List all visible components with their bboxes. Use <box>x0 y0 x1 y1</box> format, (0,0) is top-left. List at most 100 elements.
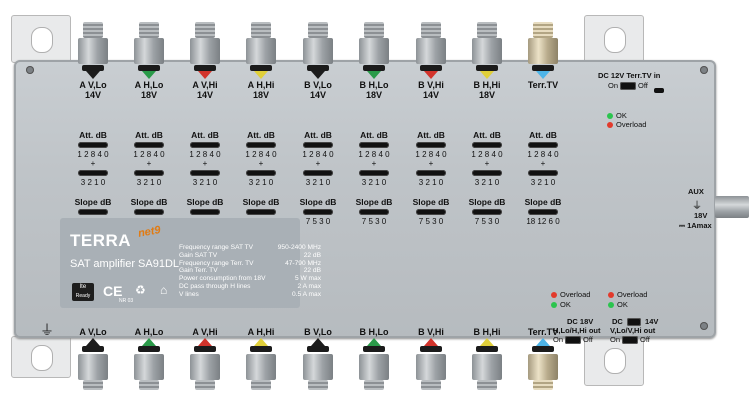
dip-switch[interactable] <box>359 170 389 176</box>
slope-switch[interactable] <box>78 209 108 215</box>
output-connector-4[interactable] <box>246 22 276 64</box>
slope-switch[interactable] <box>416 209 446 215</box>
dip-switch[interactable] <box>472 170 502 176</box>
slope-switch[interactable] <box>359 209 389 215</box>
dip-switch[interactable] <box>134 170 164 176</box>
slope-switch[interactable] <box>528 209 558 215</box>
spec-key: Power consumption from 18V <box>179 275 266 283</box>
dc-in-jack[interactable] <box>654 88 664 93</box>
slope-switch[interactable] <box>134 209 164 215</box>
connector-nut <box>190 38 220 64</box>
input-label: A H,Lo <box>134 327 164 337</box>
mounting-bracket-bottom-right <box>584 336 644 386</box>
output-connector-5[interactable] <box>303 22 333 64</box>
output-label: B H,Lo <box>359 80 389 90</box>
connector-nut <box>528 38 558 64</box>
slope-title: Slope dB <box>242 197 280 207</box>
attenuator-text: 3 2 1 0 <box>305 178 331 187</box>
slope-switch[interactable] <box>303 209 333 215</box>
input-tab <box>250 346 272 352</box>
slope-switch[interactable] <box>190 209 220 215</box>
screw-top-left <box>26 66 34 74</box>
slope-switch[interactable] <box>246 209 276 215</box>
connector-thread <box>533 380 553 390</box>
input-connector-5[interactable] <box>303 340 333 390</box>
attenuator-text: Att. dB <box>191 130 219 140</box>
spec-key: Frequency range SAT TV <box>179 244 254 251</box>
aux-connector[interactable] <box>715 196 749 218</box>
output-connector-7[interactable] <box>416 22 446 64</box>
dc-out-right-voltage-toggle[interactable] <box>626 318 641 327</box>
dip-switch[interactable] <box>246 142 276 148</box>
output-label: A H,Lo <box>134 80 164 90</box>
dip-switch[interactable] <box>528 142 558 148</box>
status-overload-bottom-left: Overload <box>551 290 590 299</box>
dc-out-right-toggle[interactable] <box>622 336 639 345</box>
input-label: A V,Hi <box>192 327 218 337</box>
output-connector-6[interactable] <box>359 22 389 64</box>
input-connector-7[interactable] <box>416 340 446 390</box>
connector-thread <box>364 22 384 38</box>
dip-switch[interactable] <box>416 142 446 148</box>
slope-title: Slope dB <box>186 197 224 207</box>
dip-switch[interactable] <box>359 142 389 148</box>
input-connector-2[interactable] <box>134 340 164 390</box>
output-connector-3[interactable] <box>190 22 220 64</box>
connector-thread <box>251 22 271 38</box>
slope-scale: 7 5 3 0 <box>305 217 331 226</box>
output-arrow-icon <box>198 71 212 79</box>
dip-switch[interactable] <box>303 142 333 148</box>
output-tab <box>138 65 160 71</box>
dip-switch[interactable] <box>190 142 220 148</box>
dip-switch[interactable] <box>303 170 333 176</box>
output-connector-2[interactable] <box>134 22 164 64</box>
dip-switch[interactable] <box>472 142 502 148</box>
spec-key: V lines <box>179 290 199 298</box>
slope-switch[interactable] <box>472 209 502 215</box>
connector-thread <box>139 22 159 38</box>
input-connector-8[interactable] <box>472 340 502 390</box>
connector-thread <box>477 22 497 38</box>
dip-switch[interactable] <box>134 142 164 148</box>
input-arrow-icon <box>198 338 212 346</box>
output-arrow-icon <box>424 71 438 79</box>
output-connector-8[interactable] <box>472 22 502 64</box>
dc-out-left-toggle[interactable] <box>565 336 582 345</box>
input-tab <box>82 346 104 352</box>
input-arrow-icon <box>367 338 381 346</box>
dc-out-right-sub: V,Lo/V,Hi out <box>610 326 656 335</box>
spec-value: 5 W max <box>294 275 321 283</box>
input-connector-6[interactable] <box>359 340 389 390</box>
input-connector-4[interactable] <box>246 340 276 390</box>
dip-switch[interactable] <box>190 170 220 176</box>
output-label: A H,Hi <box>247 80 275 90</box>
input-connector-9[interactable] <box>528 340 558 390</box>
connector-thread <box>533 22 553 38</box>
connector-thread <box>83 380 103 390</box>
connector-thread <box>477 380 497 390</box>
dc-in-toggle[interactable] <box>620 82 637 91</box>
dip-switch[interactable] <box>78 170 108 176</box>
input-connector-1[interactable] <box>78 340 108 390</box>
dip-switch[interactable] <box>416 170 446 176</box>
overload-led-bottom-right <box>608 292 614 299</box>
dip-switch[interactable] <box>528 170 558 176</box>
dip-switch[interactable] <box>246 170 276 176</box>
output-connector-1[interactable] <box>78 22 108 64</box>
output-arrow-icon <box>254 71 268 79</box>
output-connector-9[interactable] <box>528 22 558 64</box>
home-icon: ⌂ <box>160 283 168 297</box>
attenuator-text: Att. dB <box>417 130 445 140</box>
input-tab <box>363 346 385 352</box>
input-connector-3[interactable] <box>190 340 220 390</box>
dip-switch[interactable] <box>78 142 108 148</box>
